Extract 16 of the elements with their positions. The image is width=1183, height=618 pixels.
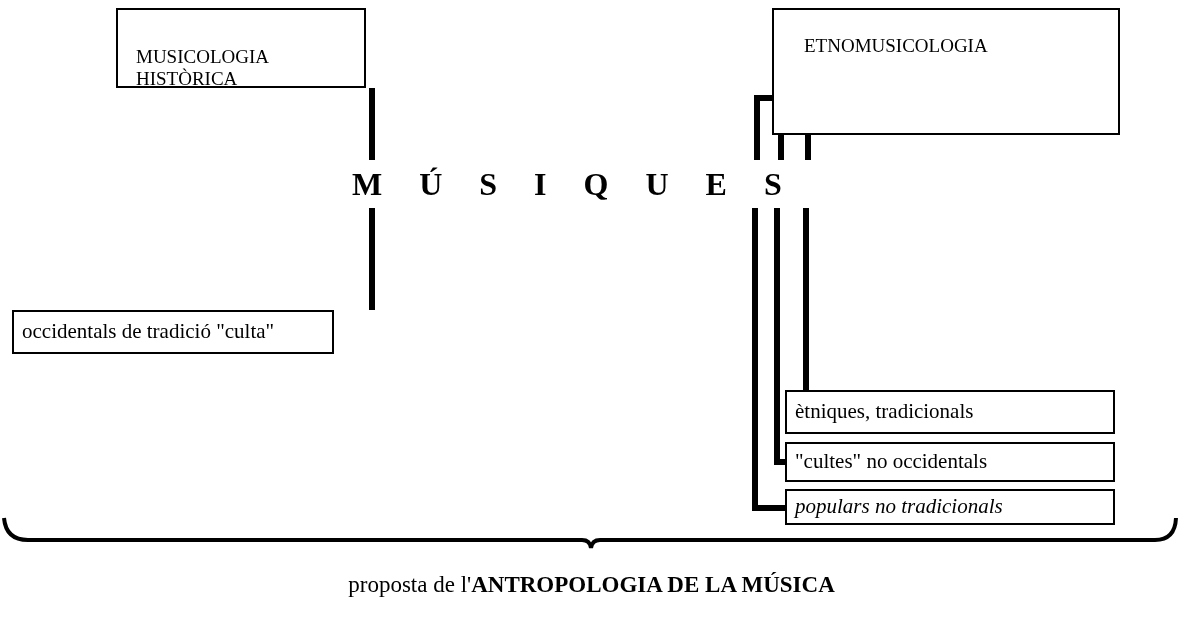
- category-box: populars no tradicionals: [785, 489, 1115, 525]
- connector-line: [754, 95, 772, 160]
- category-box: "cultes" no occidentals: [785, 442, 1115, 482]
- caption: proposta de l'ANTROPOLOGIA DE LA MÚSICA: [347, 571, 836, 599]
- connector-line: [805, 135, 811, 160]
- connector-line: [803, 208, 809, 390]
- field-box: ETNOMUSICOLOGIA: [772, 8, 1120, 135]
- connector-line: [752, 208, 785, 511]
- field-box: MUSICOLOGIA HISTÒRICA: [116, 8, 366, 88]
- category-box: occidentals de tradició "culta": [12, 310, 334, 354]
- connector-line: [778, 135, 784, 160]
- central-word: MÚSIQUES: [352, 160, 832, 208]
- category-box: ètniques, tradicionals: [785, 390, 1115, 434]
- connector-line: [369, 88, 375, 160]
- connector-line: [774, 208, 785, 465]
- connector-line: [369, 208, 375, 310]
